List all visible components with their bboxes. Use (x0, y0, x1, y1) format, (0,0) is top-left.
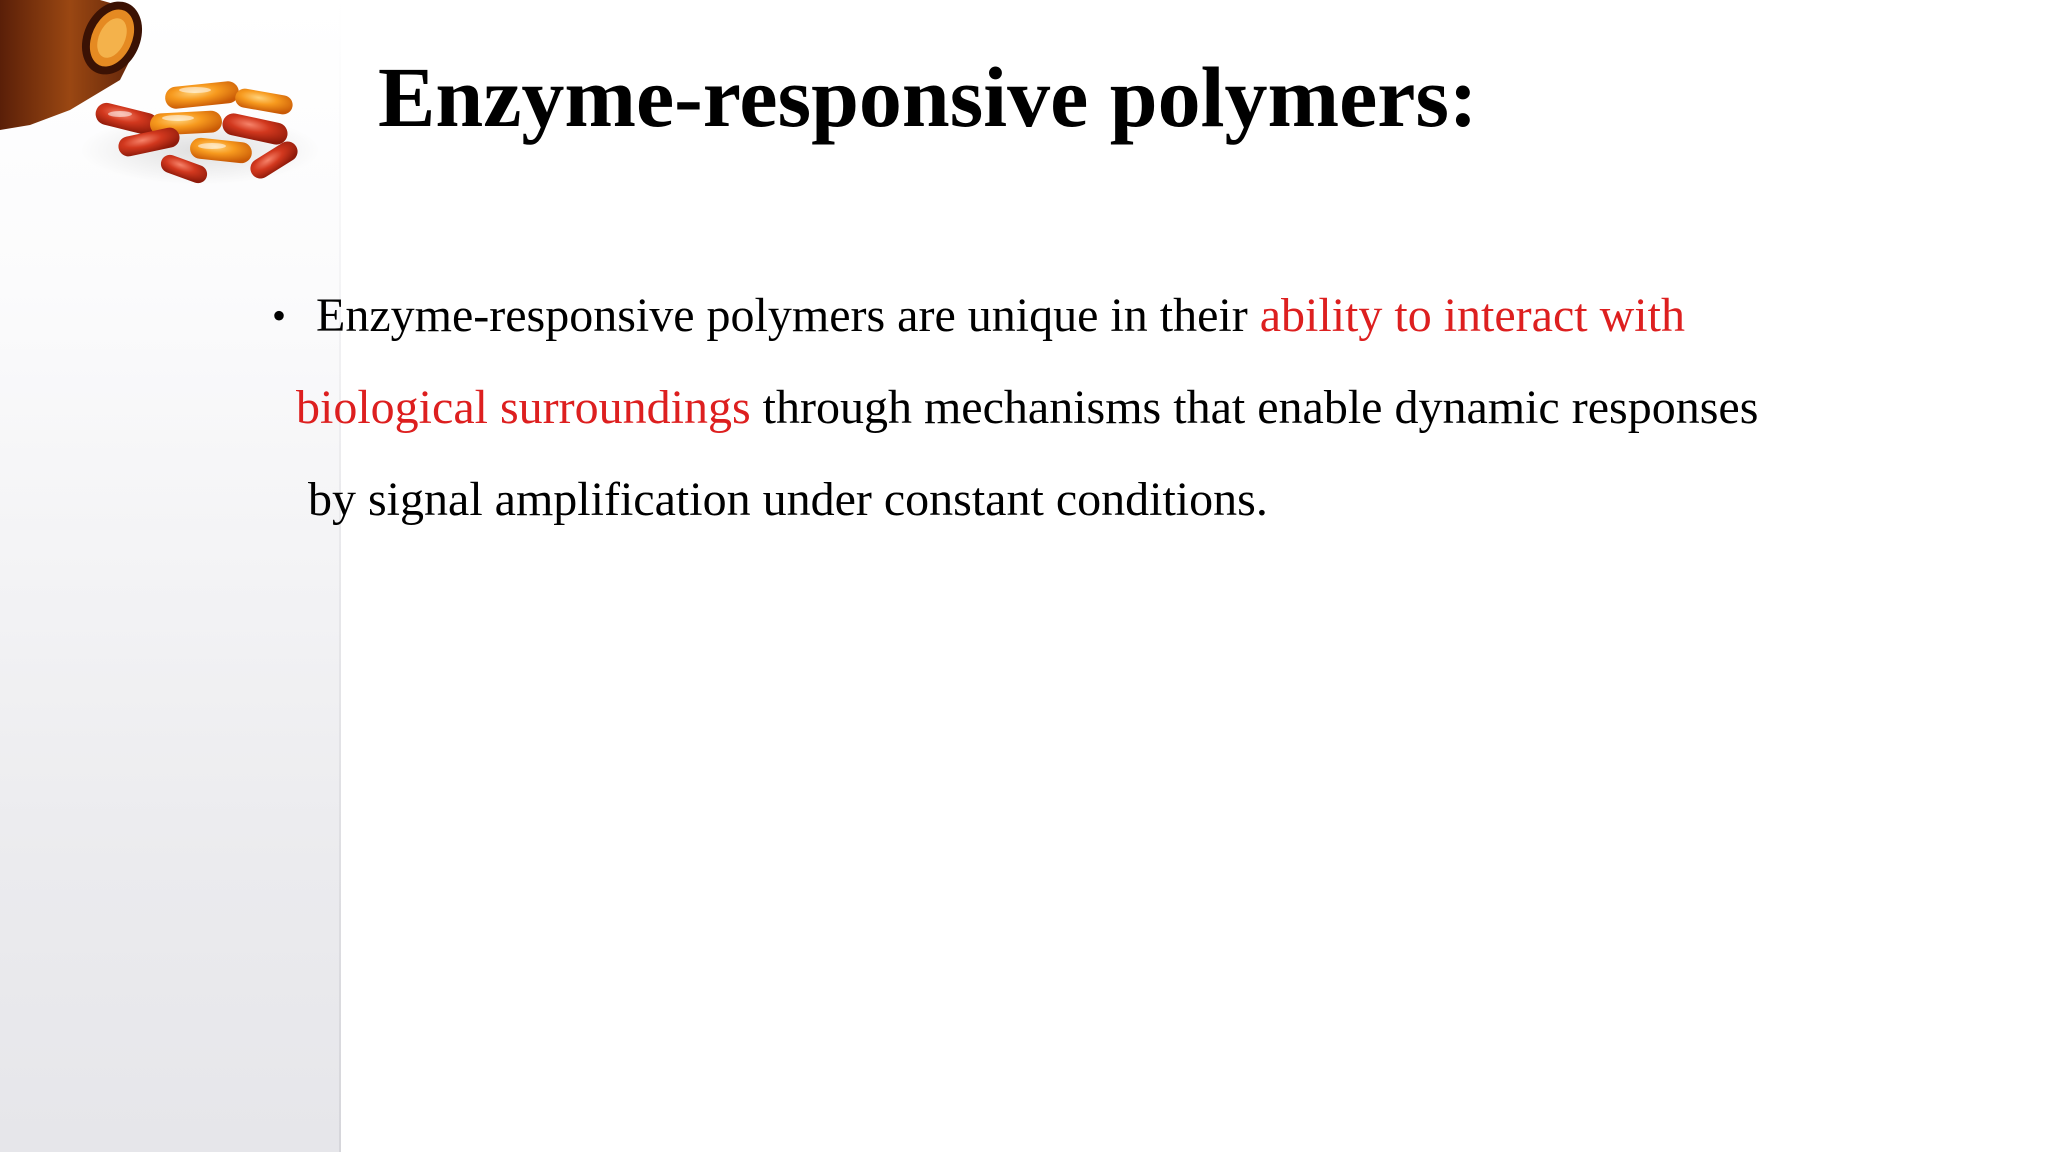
text-run: Enzyme-responsive polymers are unique in… (316, 289, 1260, 342)
bullet-list: • Enzyme-responsive polymers are unique … (270, 270, 1910, 546)
bullet-line-3: by signal amplification under constant c… (308, 473, 1268, 526)
slide-title: Enzyme-responsive polymers: (378, 49, 1478, 145)
pill-bottle-capsules-icon (0, 0, 320, 185)
side-panel (0, 0, 341, 1152)
bullet-line-2: biological surroundings through mechanis… (296, 362, 1910, 454)
bullet-item: • Enzyme-responsive polymers are unique … (270, 270, 1910, 546)
highlighted-text: biological surroundings (296, 381, 751, 434)
text-run: through mechanisms that enable dynamic r… (750, 381, 1759, 434)
highlighted-text: ability to interact with (1259, 289, 1685, 342)
bullet-marker: • (272, 293, 287, 338)
bullet-line-1: Enzyme-responsive polymers are unique in… (316, 270, 1910, 362)
